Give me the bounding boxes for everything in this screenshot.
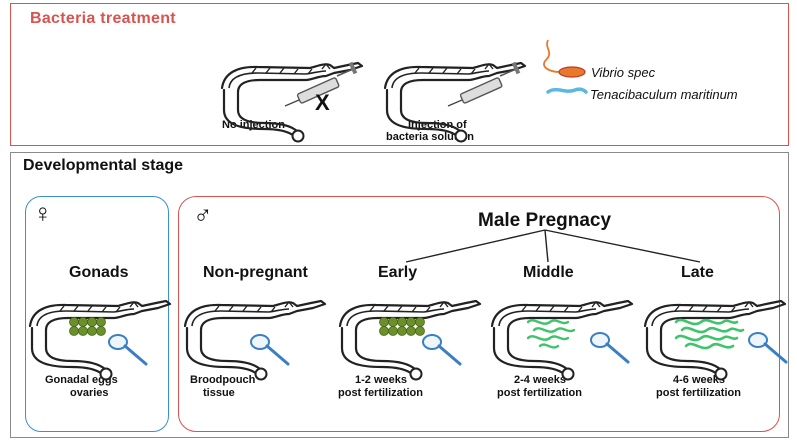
- probe-gonads: [109, 335, 146, 364]
- probe-late: [749, 333, 786, 362]
- vibrio-bacterium-icon: [544, 40, 585, 77]
- middle-embryos: [528, 320, 574, 347]
- fish-early: [340, 301, 480, 380]
- cross-mark-icon: X: [315, 90, 330, 115]
- fish-gonads: [30, 301, 170, 380]
- tenacibaculum-bacterium-icon: [548, 89, 586, 92]
- fish-middle: [492, 301, 632, 380]
- pregnancy-tree-lines: [406, 230, 700, 262]
- late-embryos: [676, 320, 743, 348]
- early-eggs: [380, 318, 425, 336]
- probe-non-pregnant: [251, 335, 288, 364]
- probe-early: [423, 335, 460, 364]
- probe-middle: [591, 333, 628, 362]
- gonad-eggs: [70, 318, 106, 336]
